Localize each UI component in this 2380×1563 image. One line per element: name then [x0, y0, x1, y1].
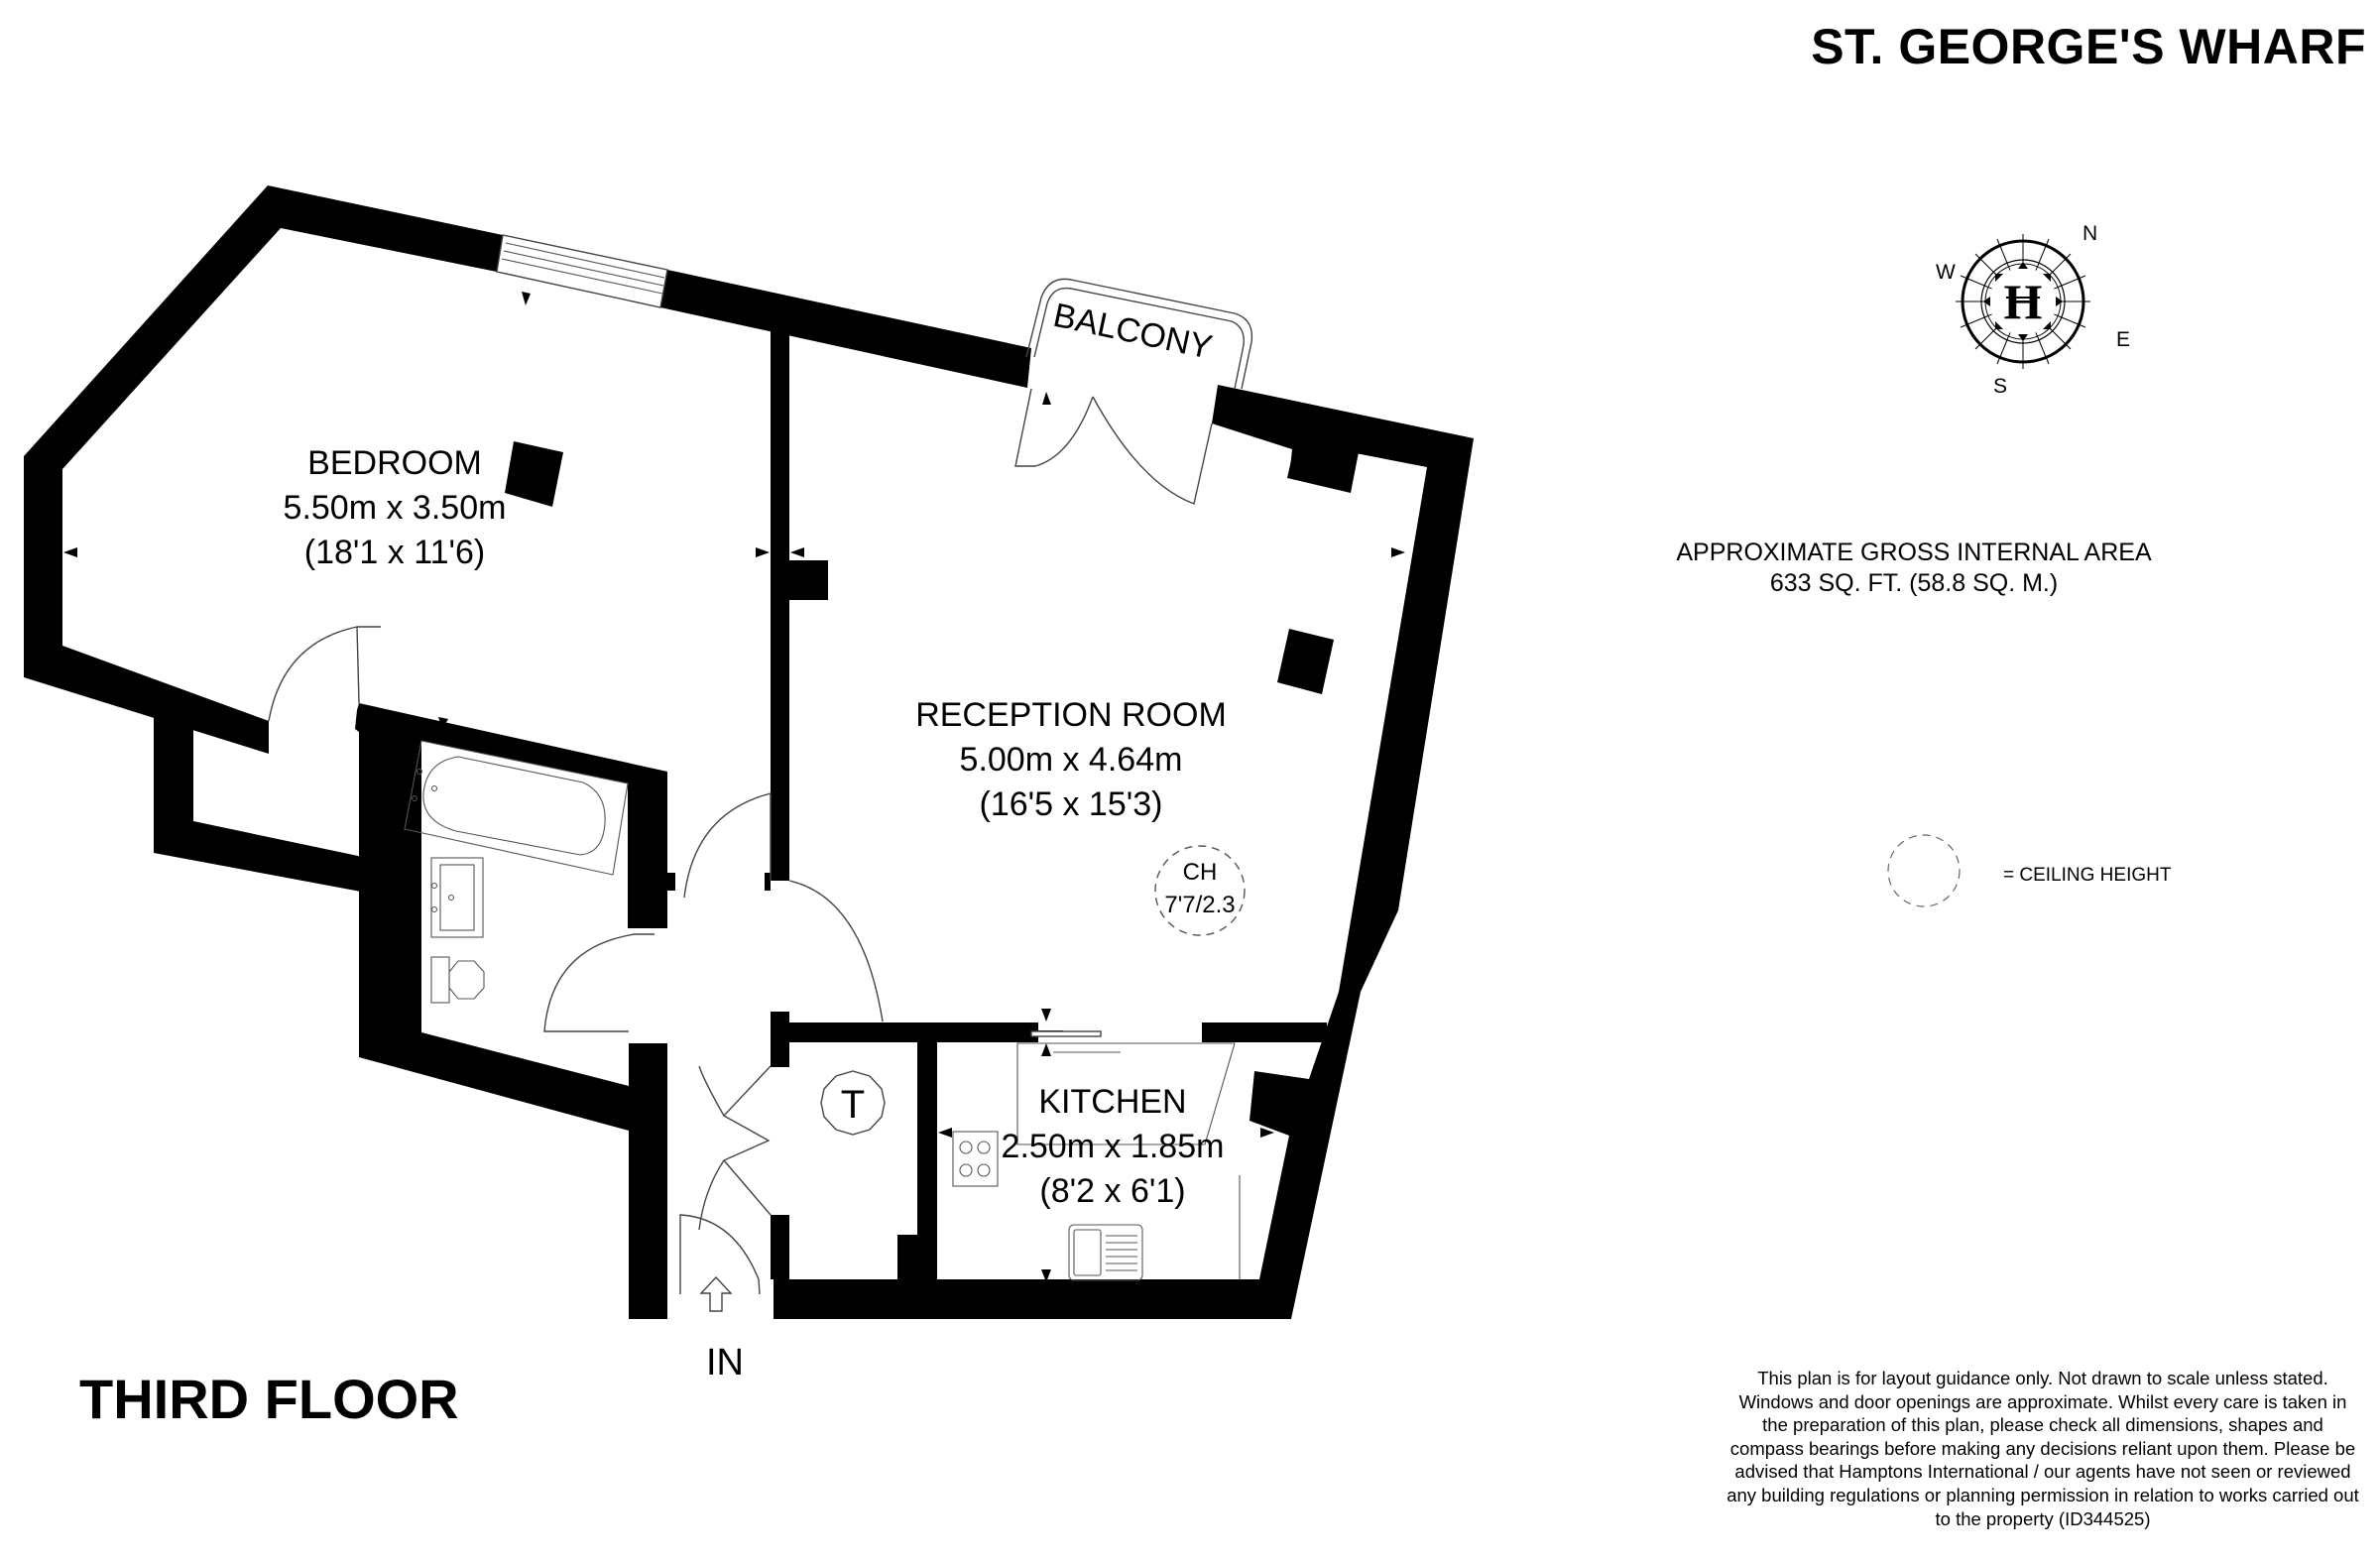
wall-bathroom-nib — [667, 873, 675, 891]
property-title: ST. GEORGE'S WHARF — [1811, 19, 2366, 74]
bedroom-imperial: (18'1 x 11'6) — [304, 534, 485, 571]
door-balcony-right — [1092, 396, 1213, 505]
toilet-icon — [448, 960, 485, 1000]
bathtub-icon — [422, 756, 606, 856]
cupboard-marker: T — [820, 1070, 886, 1136]
reception-name: RECEPTION ROOM — [915, 696, 1227, 734]
compass-east: E — [2116, 328, 2130, 351]
compass-center-glyph: H — [2004, 274, 2043, 329]
toilet-cistern — [430, 956, 450, 1004]
compass-west: W — [1936, 261, 1956, 284]
hob-icon — [952, 1131, 999, 1187]
wall-bathroom-north — [359, 703, 667, 1131]
pillar-divider — [789, 560, 828, 600]
wall-bedroom-northwest — [24, 185, 503, 754]
area-heading: APPROXIMATE GROSS INTERNAL AREA — [1676, 539, 2152, 566]
door-cupboard — [698, 1065, 772, 1231]
gross-internal-area: APPROXIMATE GROSS INTERNAL AREA 633 SQ. … — [1527, 538, 2301, 599]
doors — [268, 388, 1213, 1295]
door-reception — [788, 880, 884, 1022]
kitchen-metric: 2.50m x 1.85m — [1002, 1128, 1225, 1165]
disclaimer: This plan is for layout guidance only. N… — [1726, 1368, 2359, 1529]
door-bedroom — [268, 626, 381, 722]
kitchen-name: KITCHEN — [1038, 1083, 1186, 1121]
bathroom-fixtures — [404, 740, 629, 1004]
pillar-northeast — [1287, 438, 1359, 493]
sink-icon — [1068, 1224, 1143, 1281]
wall-closet — [154, 703, 377, 895]
window-bedroom — [496, 234, 668, 308]
wall-northeast-east — [774, 385, 1474, 1319]
wall-north — [660, 270, 1031, 388]
balcony: BALCONY — [1025, 278, 1253, 390]
walls — [24, 185, 1474, 1319]
compass-south: S — [1993, 375, 2007, 398]
door-corridor-bedroom — [683, 792, 772, 899]
wall-bedroom-reception — [771, 330, 789, 881]
wall-entrance-left — [629, 1043, 667, 1319]
ceiling-height-legend: = CEILING HEIGHT — [2003, 865, 2172, 886]
door-balcony-left — [1014, 388, 1094, 467]
compass-rose-icon: H N E S W — [1936, 222, 2130, 398]
balcony-label: BALCONY — [1050, 297, 1216, 367]
cupboard-symbol: T — [841, 1083, 865, 1127]
wall-corridor-nib — [765, 873, 771, 891]
wall-cupboard-block — [897, 1235, 917, 1279]
bedroom-metric: 5.50m x 3.50m — [284, 489, 507, 527]
floor-label: THIRD FLOOR — [79, 1368, 459, 1430]
kitchen-fixtures — [952, 1042, 1241, 1281]
room-label-reception: RECEPTION ROOM 5.00m x 4.64m (16'5 x 15'… — [915, 696, 1227, 823]
door-bathroom — [543, 933, 654, 1032]
wall-bedroom-door-stub — [355, 703, 359, 732]
pillar-reception — [1277, 629, 1334, 694]
reception-metric: 5.00m x 4.64m — [960, 741, 1183, 779]
kitchen-worktop — [1016, 1042, 1236, 1145]
pillar-bedroom — [505, 441, 563, 507]
wall-corridor-stub — [771, 1012, 789, 1067]
wall-kitchen-north-left — [771, 1022, 1038, 1042]
kitchen-sliding-panel — [1030, 1030, 1102, 1037]
room-label-bedroom: BEDROOM 5.50m x 3.50m (18'1 x 11'6) — [284, 444, 507, 571]
entrance-arrow-icon — [699, 1275, 733, 1312]
wall-cupboard-kitchen — [917, 1042, 937, 1279]
ceiling-height-legend-icon — [1887, 834, 1961, 907]
reception-imperial: (16'5 x 15'3) — [980, 785, 1163, 823]
wall-corridor-lower — [771, 1215, 789, 1279]
ceiling-height-value: 7'7/2.3 — [1164, 892, 1235, 918]
bathtub-surround — [404, 740, 629, 876]
ceiling-height-label: CH — [1183, 859, 1218, 886]
compass-north: N — [2082, 222, 2097, 245]
basin-icon — [430, 857, 484, 938]
door-entrance — [679, 1214, 761, 1295]
room-label-kitchen: KITCHEN 2.50m x 1.85m (8'2 x 6'1) — [1002, 1083, 1225, 1210]
bedroom-name: BEDROOM — [307, 444, 482, 482]
entrance-label: IN — [706, 1342, 744, 1383]
wall-kitchen-north-right — [1202, 1022, 1327, 1042]
area-value: 633 SQ. FT. (58.8 SQ. M.) — [1769, 569, 2059, 597]
dimension-markers — [63, 292, 1405, 1282]
kitchen-imperial: (8'2 x 6'1) — [1039, 1172, 1185, 1210]
ceiling-height-marker: CH 7'7/2.3 — [1154, 845, 1246, 936]
